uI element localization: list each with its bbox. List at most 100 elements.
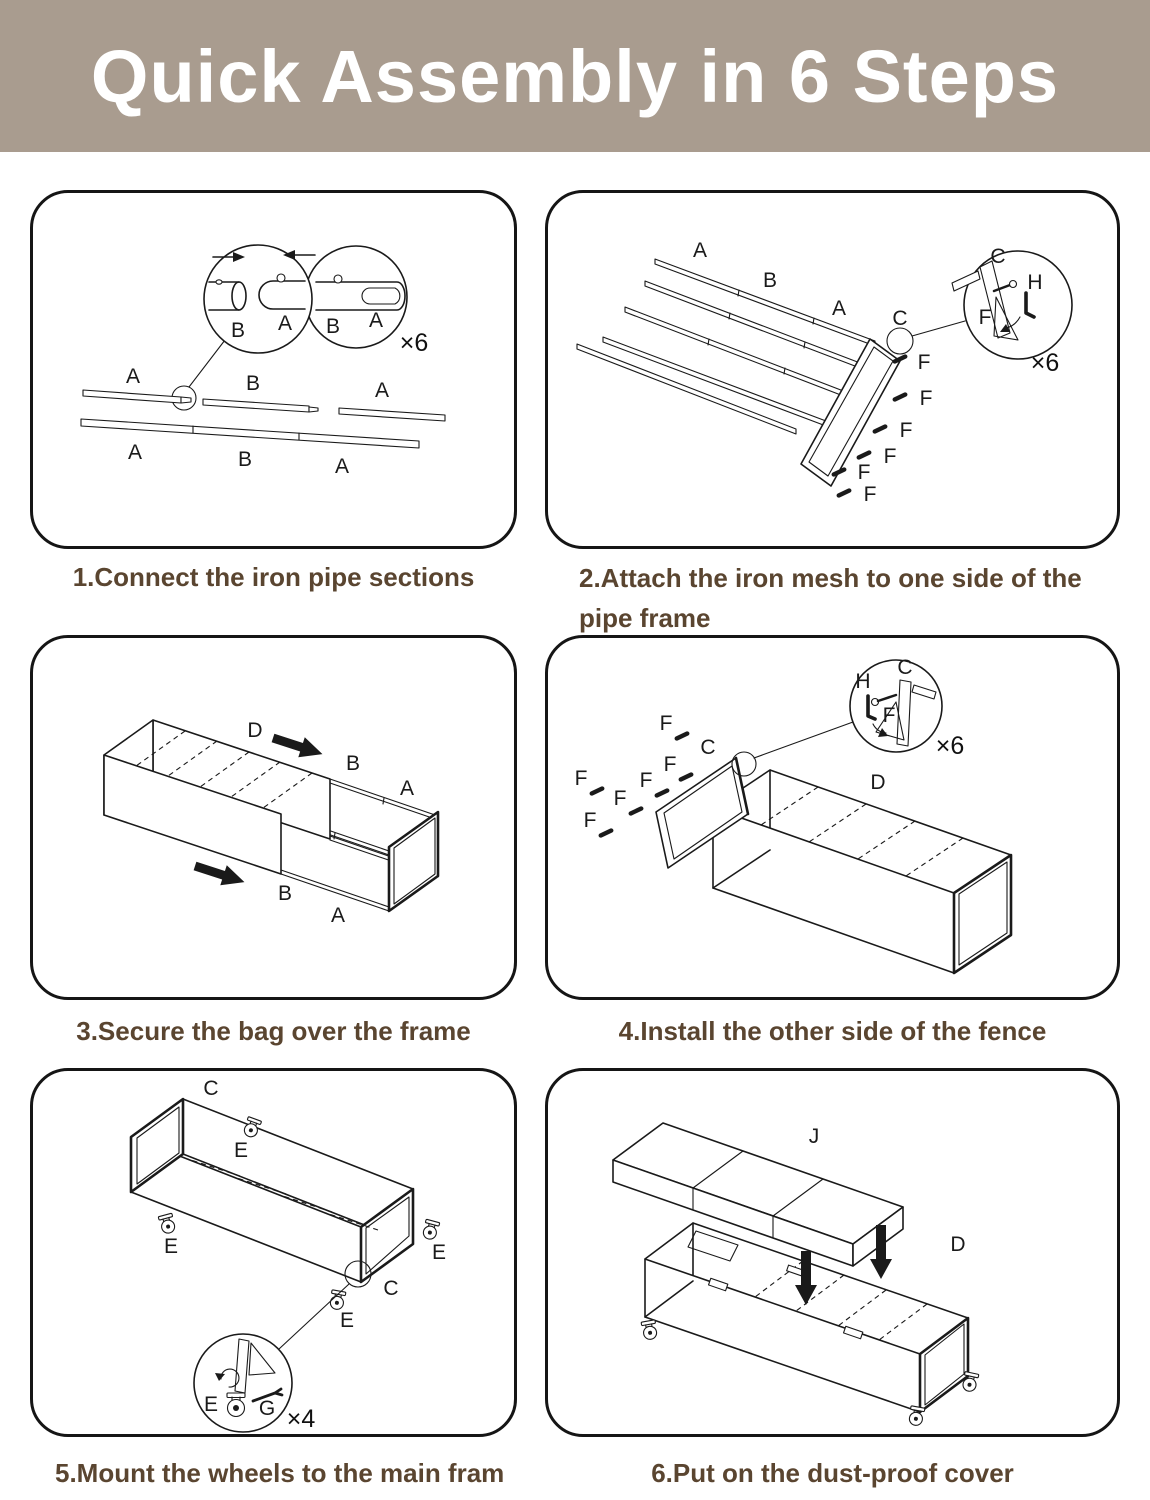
- part-label: C: [383, 1277, 398, 1300]
- part-label: B: [231, 319, 245, 342]
- part-label: A: [693, 239, 707, 262]
- part-label: F: [883, 704, 896, 727]
- part-label: E: [340, 1309, 354, 1332]
- part-label: D: [950, 1233, 965, 1256]
- zoom-circle-left: B A: [203, 244, 316, 354]
- part-label: F: [918, 351, 931, 374]
- arrow-right-icon: [271, 733, 323, 758]
- screw-icon: [872, 424, 888, 434]
- pipe-row-bottom: A B A: [80, 418, 420, 478]
- part-label: C: [203, 1077, 218, 1100]
- part-label: F: [979, 306, 992, 329]
- part-label: E: [204, 1393, 218, 1416]
- main-box: D: [712, 769, 1013, 975]
- main-frame: C C: [129, 1077, 415, 1300]
- part-label: B: [246, 372, 260, 395]
- mesh-end-panel: [387, 810, 440, 913]
- arrow-down-icon: [870, 1225, 892, 1279]
- step-5-panel: C C E E E E: [30, 1068, 517, 1437]
- pipe-row-top: A B A: [82, 365, 446, 422]
- arrow-right-icon: [233, 252, 245, 262]
- wrench-icon: [251, 1387, 284, 1403]
- part-label: J: [809, 1125, 820, 1148]
- part-label: C: [700, 736, 715, 759]
- quantity-note: ×6: [1031, 349, 1060, 377]
- zoom-circle: C H F: [951, 245, 1073, 360]
- part-label: F: [858, 461, 871, 484]
- step-3-diagram: D B A B A: [103, 719, 440, 927]
- quantity-note: ×6: [936, 732, 965, 760]
- part-label: E: [164, 1235, 178, 1258]
- step-1-caption: 1.Connect the iron pipe sections: [72, 562, 475, 592]
- quantity-note: ×6: [400, 329, 429, 357]
- storage-bag: [103, 719, 331, 875]
- header-banner: Quick Assembly in 6 Steps: [0, 0, 1150, 152]
- part-label: B: [346, 752, 360, 775]
- dust-cover: J: [612, 1122, 904, 1267]
- screw-icon: [892, 392, 908, 402]
- part-label: C: [892, 307, 907, 330]
- handle-slot: [842, 1325, 864, 1340]
- zoom-link: [278, 1260, 372, 1350]
- screw-icon: [678, 772, 694, 782]
- part-label: H: [855, 670, 870, 693]
- allen-key-icon: [866, 694, 877, 721]
- step-5-caption: 5.Mount the wheels to the main fram: [55, 1458, 505, 1488]
- allen-key-icon: [1024, 291, 1036, 319]
- part-label: G: [259, 1397, 275, 1420]
- part-label: A: [369, 309, 383, 332]
- part-label: C: [897, 656, 912, 679]
- part-label: A: [278, 312, 292, 335]
- part-label: A: [128, 441, 142, 464]
- quantity-note: ×4: [287, 1405, 316, 1433]
- zoom-circle: E G: [193, 1333, 293, 1433]
- screws: F F F F F F: [575, 712, 694, 838]
- part-label: B: [326, 315, 340, 338]
- zoom-circle: C H F: [849, 656, 943, 753]
- step-3-panel: D B A B A: [30, 635, 517, 1000]
- step-5-diagram: C C E E E E: [129, 1077, 446, 1433]
- screw-icon: [654, 788, 670, 798]
- part-label: F: [584, 809, 597, 832]
- screw-icon: [892, 354, 908, 364]
- part-label: A: [331, 904, 345, 927]
- screw-icon: [628, 806, 644, 816]
- screw-icon: [674, 731, 690, 741]
- arrow-left-icon: [283, 250, 295, 260]
- step-6-panel: D J: [545, 1068, 1120, 1437]
- part-label: E: [234, 1139, 248, 1162]
- step-1-diagram: B A B A ×6: [80, 244, 446, 478]
- step-4-diagram: D C C H F: [575, 656, 1013, 975]
- part-label: A: [832, 297, 846, 320]
- step-2-diagram: A B A C C H: [576, 239, 1073, 506]
- mesh-panel: C: [800, 307, 966, 487]
- part-label: F: [900, 419, 913, 442]
- part-label: B: [238, 448, 252, 471]
- screw-icon: [856, 450, 872, 460]
- zoom-circle-right: B A: [304, 245, 408, 349]
- step-6-caption: 6.Put on the dust-proof cover: [651, 1458, 1014, 1488]
- part-label: F: [614, 787, 627, 810]
- step-1-panel: B A B A ×6: [30, 190, 517, 549]
- screw-icon: [876, 693, 898, 703]
- cart: D: [640, 1222, 980, 1427]
- part-label: B: [763, 269, 777, 292]
- part-label: F: [920, 387, 933, 410]
- screw-icon: [831, 467, 847, 477]
- arrow-right-icon: [193, 861, 245, 886]
- step-2-panel: A B A C C H: [545, 190, 1120, 549]
- part-label: F: [864, 483, 877, 506]
- part-label: E: [432, 1241, 446, 1264]
- part-label: A: [375, 379, 389, 402]
- pipes: A B A: [576, 239, 876, 435]
- screw-icon: [589, 786, 605, 796]
- part-label: B: [278, 882, 292, 905]
- part-label: A: [335, 455, 349, 478]
- handle-slot: [707, 1277, 729, 1292]
- part-label: F: [640, 769, 653, 792]
- arrow-down-icon: [795, 1251, 817, 1305]
- part-label: C: [990, 245, 1005, 268]
- step-3-caption: 3.Secure the bag over the frame: [76, 1016, 471, 1046]
- mesh-panel: C: [655, 721, 854, 869]
